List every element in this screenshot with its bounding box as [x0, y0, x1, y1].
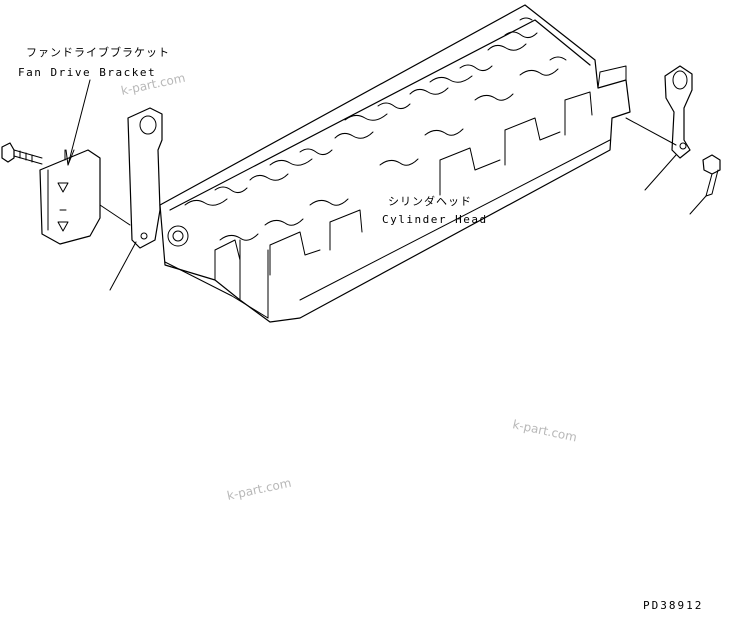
- cylinder-head-label-jp: シリンダヘッド: [388, 194, 472, 208]
- cylinder-head[interactable]: [159, 4, 631, 323]
- watermark: k-part.com: [511, 417, 578, 444]
- leader-line-fan-bracket: [67, 79, 91, 166]
- leader-line-right-bracket: [644, 154, 677, 191]
- axis-line-left: [99, 204, 131, 226]
- leader-line-right-bolt: [689, 195, 707, 215]
- leader-arrow: [65, 149, 75, 166]
- right-bracket[interactable]: [664, 65, 693, 159]
- cylinder-head-label-en: Cylinder Head: [382, 213, 488, 226]
- axis-line-right: [625, 117, 677, 146]
- fan-drive-bracket-label-en: Fan Drive Bracket: [18, 66, 156, 79]
- fan-drive-bracket[interactable]: [39, 149, 101, 245]
- right-bolt[interactable]: [702, 154, 721, 197]
- leader-line-left-bracket: [109, 241, 137, 291]
- drawing-code: PD38912: [643, 599, 703, 612]
- left-mounting-plate[interactable]: [127, 107, 163, 249]
- watermark: k-part.com: [226, 476, 293, 503]
- fan-drive-bracket-label-jp: ファンドライブブラケット: [26, 45, 170, 59]
- left-bolt[interactable]: [1, 142, 43, 165]
